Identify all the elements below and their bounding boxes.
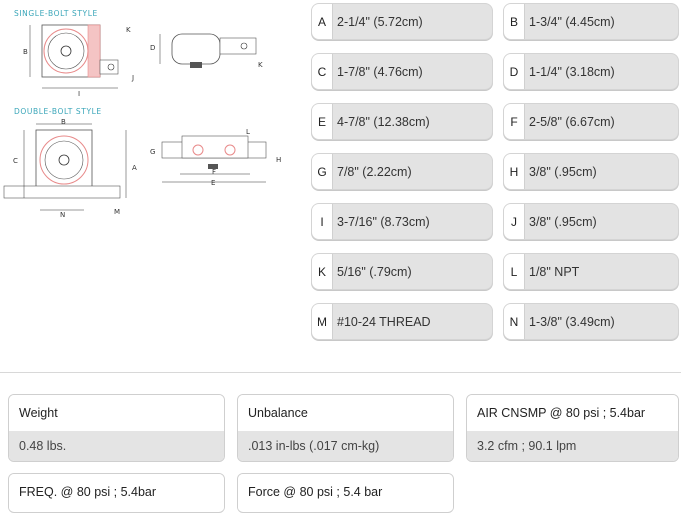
spec-label: FREQ. @ 80 psi ; 5.4bar (9, 474, 224, 510)
dimension-key: D (504, 54, 525, 89)
spec-label: Force @ 80 psi ; 5.4 bar (238, 474, 453, 510)
dimension-A: A 2-1/4" (5.72cm) (311, 3, 493, 40)
dimension-key: J (504, 204, 525, 239)
label-B: B (23, 48, 28, 56)
dimension-value: 1-3/4" (4.45cm) (529, 14, 615, 29)
dimension-N: N 1-3/8" (3.49cm) (503, 303, 679, 340)
dimension-B: B 1-3/4" (4.45cm) (503, 3, 679, 40)
dimension-value: 2-1/4" (5.72cm) (337, 14, 423, 29)
dimension-key: F (504, 104, 525, 139)
spec-value: 0.48 lbs. (9, 431, 224, 461)
dimension-value: 3-7/16" (8.73cm) (337, 214, 430, 229)
label-C: C (13, 157, 18, 165)
dimension-key: A (312, 4, 333, 39)
spec-value: .013 in-lbs (.017 cm-kg) (238, 431, 453, 461)
dimension-value: 1/8" NPT (529, 264, 580, 279)
dimension-K: K 5/16" (.79cm) (311, 253, 493, 290)
spec-unbalance: Unbalance .013 in-lbs (.017 cm-kg) (237, 394, 454, 462)
dimension-key: E (312, 104, 333, 139)
spec-label: AIR CNSMP @ 80 psi ; 5.4bar (467, 395, 678, 431)
label-K: K (126, 26, 131, 34)
spec-force: Force @ 80 psi ; 5.4 bar (237, 473, 454, 513)
dimension-key: M (312, 304, 333, 339)
dimension-key: K (312, 254, 333, 289)
dimension-diagram: SINGLE-BOLT STYLE B I K J D K DOUBLE-BOL… (0, 0, 305, 240)
spec-value: 3.2 cfm ; 90.1 lpm (467, 431, 678, 461)
dimension-key: B (504, 4, 525, 39)
dimension-I: I 3-7/16" (8.73cm) (311, 203, 493, 240)
label-G: G (150, 148, 155, 156)
dimension-value: 7/8" (2.22cm) (337, 164, 412, 179)
dimension-F: F 2-5/8" (6.67cm) (503, 103, 679, 140)
dimension-value: 1-7/8" (4.76cm) (337, 64, 423, 79)
dimension-value: #10-24 THREAD (337, 314, 431, 329)
dimension-value: 1-1/4" (3.18cm) (529, 64, 615, 79)
dimension-value: 4-7/8" (12.38cm) (337, 114, 430, 129)
dimension-value: 5/16" (.79cm) (337, 264, 412, 279)
dimension-key: L (504, 254, 525, 289)
label-A: A (132, 164, 137, 172)
label-L: L (246, 128, 250, 136)
dimension-key: C (312, 54, 333, 89)
dimension-value: 3/8" (.95cm) (529, 164, 597, 179)
dimension-M: M #10-24 THREAD (311, 303, 493, 340)
spec-label: Unbalance (238, 395, 453, 431)
section-divider (0, 372, 681, 373)
spec-weight: Weight 0.48 lbs. (8, 394, 225, 462)
dimension-key: H (504, 154, 525, 189)
label-E: E (211, 179, 215, 187)
spec-frequency: FREQ. @ 80 psi ; 5.4bar (8, 473, 225, 513)
label-N: N (60, 211, 65, 219)
spec-label: Weight (9, 395, 224, 431)
dimension-L: L 1/8" NPT (503, 253, 679, 290)
dimension-key: N (504, 304, 525, 339)
double-bolt-title: DOUBLE-BOLT STYLE (14, 107, 102, 116)
label-J: J (131, 74, 134, 82)
dimension-H: H 3/8" (.95cm) (503, 153, 679, 190)
dimension-G: G 7/8" (2.22cm) (311, 153, 493, 190)
dimension-C: C 1-7/8" (4.76cm) (311, 53, 493, 90)
spec-air-consumption: AIR CNSMP @ 80 psi ; 5.4bar 3.2 cfm ; 90… (466, 394, 679, 462)
dimension-value: 1-3/8" (3.49cm) (529, 314, 615, 329)
single-bolt-title: SINGLE-BOLT STYLE (14, 9, 98, 18)
label-M: M (114, 208, 120, 216)
label-F: F (212, 168, 216, 176)
dimension-J: J 3/8" (.95cm) (503, 203, 679, 240)
dimension-value: 2-5/8" (6.67cm) (529, 114, 615, 129)
dimension-key: G (312, 154, 333, 189)
label-H: H (276, 156, 281, 164)
label-I: I (78, 90, 80, 98)
label-B2: B (61, 118, 66, 126)
label-K2: K (258, 61, 263, 69)
dimension-E: E 4-7/8" (12.38cm) (311, 103, 493, 140)
dimension-key: I (312, 204, 333, 239)
label-D: D (150, 44, 155, 52)
dimension-value: 3/8" (.95cm) (529, 214, 597, 229)
dimension-D: D 1-1/4" (3.18cm) (503, 53, 679, 90)
